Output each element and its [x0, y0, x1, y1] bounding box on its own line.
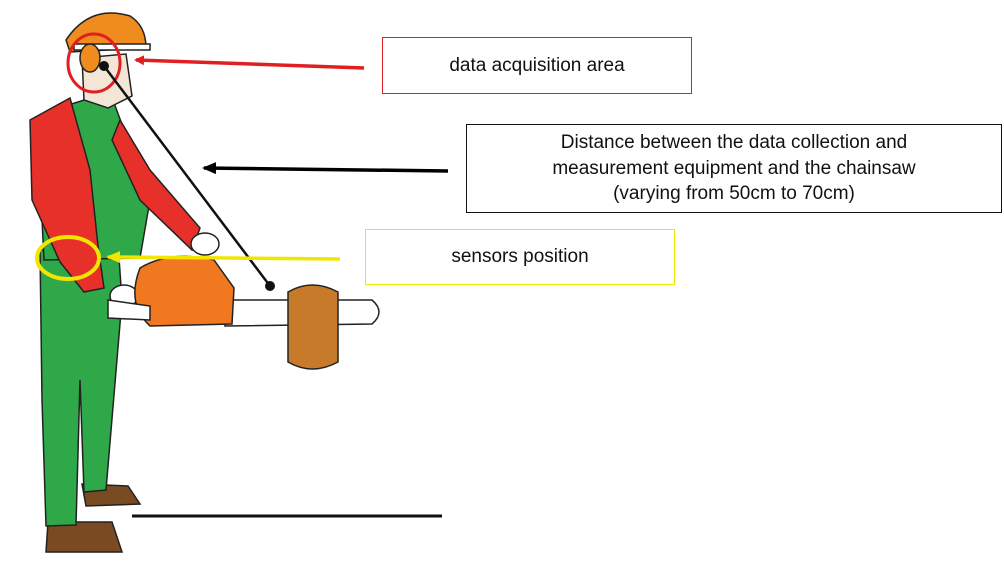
right-hand	[190, 232, 220, 256]
distance-end-dot	[265, 281, 275, 291]
data-acquisition-circle	[66, 32, 122, 94]
data-acquisition-label: data acquisition area	[449, 54, 625, 76]
distance-label-line-2: measurement equipment and the chainsaw	[552, 157, 916, 179]
distance-label-line-3: (varying from 50cm to 70cm)	[613, 183, 855, 205]
ear-protector	[79, 43, 101, 73]
sensors-position-label: sensors position	[451, 246, 589, 268]
distance-start-dot	[99, 61, 109, 71]
left-boot	[45, 521, 124, 553]
data-acquisition-arrow	[134, 55, 365, 70]
chainsaw-rear-handle	[107, 299, 151, 321]
sensors-position-label-box: sensors position	[365, 229, 675, 285]
distance-label-box: Distance between the data collection and…	[466, 124, 1002, 213]
overalls-legs	[39, 243, 123, 527]
jacket-front-arm	[111, 118, 201, 252]
chainsaw	[107, 255, 380, 327]
distance-line	[103, 65, 271, 287]
distance-label: Distance between the data collection and…	[552, 130, 915, 207]
wood-log	[287, 284, 339, 370]
sensors-circle	[35, 235, 101, 281]
jacket-arm	[29, 96, 105, 293]
distance-label-line-1: Distance between the data collection and	[560, 132, 908, 154]
distance-arrow	[202, 162, 449, 175]
sensors-arrow	[106, 251, 341, 264]
data-acquisition-label-box: data acquisition area	[382, 37, 692, 94]
